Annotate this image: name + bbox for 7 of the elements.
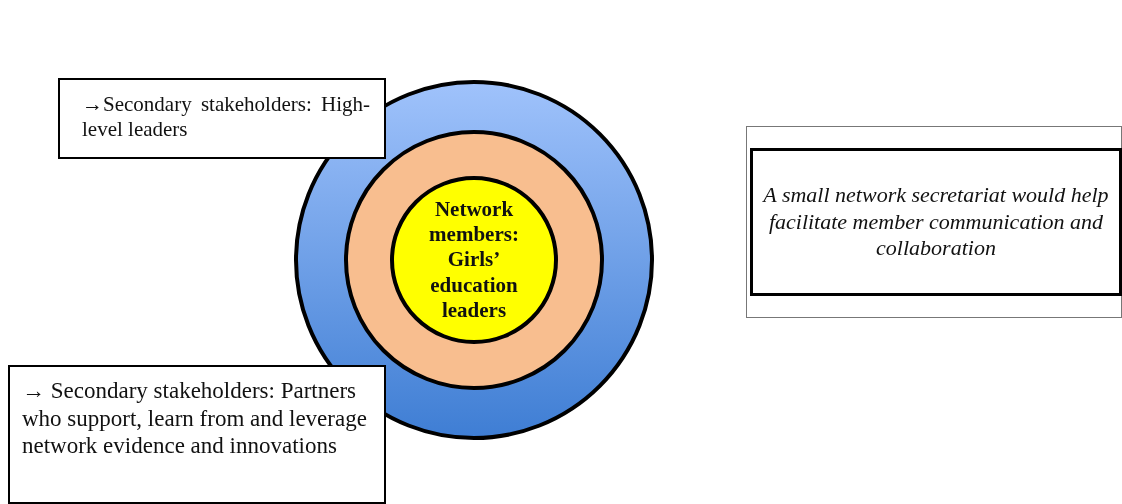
text-box [8, 365, 386, 504]
circle-label: Network members: Girls’ education leaders [428, 197, 520, 323]
text-frame [746, 126, 1122, 318]
box-text: A small network secretariat would help facilitate member communication and collaboration [761, 182, 1110, 262]
box-text: →Secondary stakeholders: High-level leaders [82, 92, 370, 143]
text-box [58, 78, 386, 159]
box-text: → Secondary stakeholders: Partners who support, learn from and leverage network evidence and innovations [22, 377, 368, 460]
